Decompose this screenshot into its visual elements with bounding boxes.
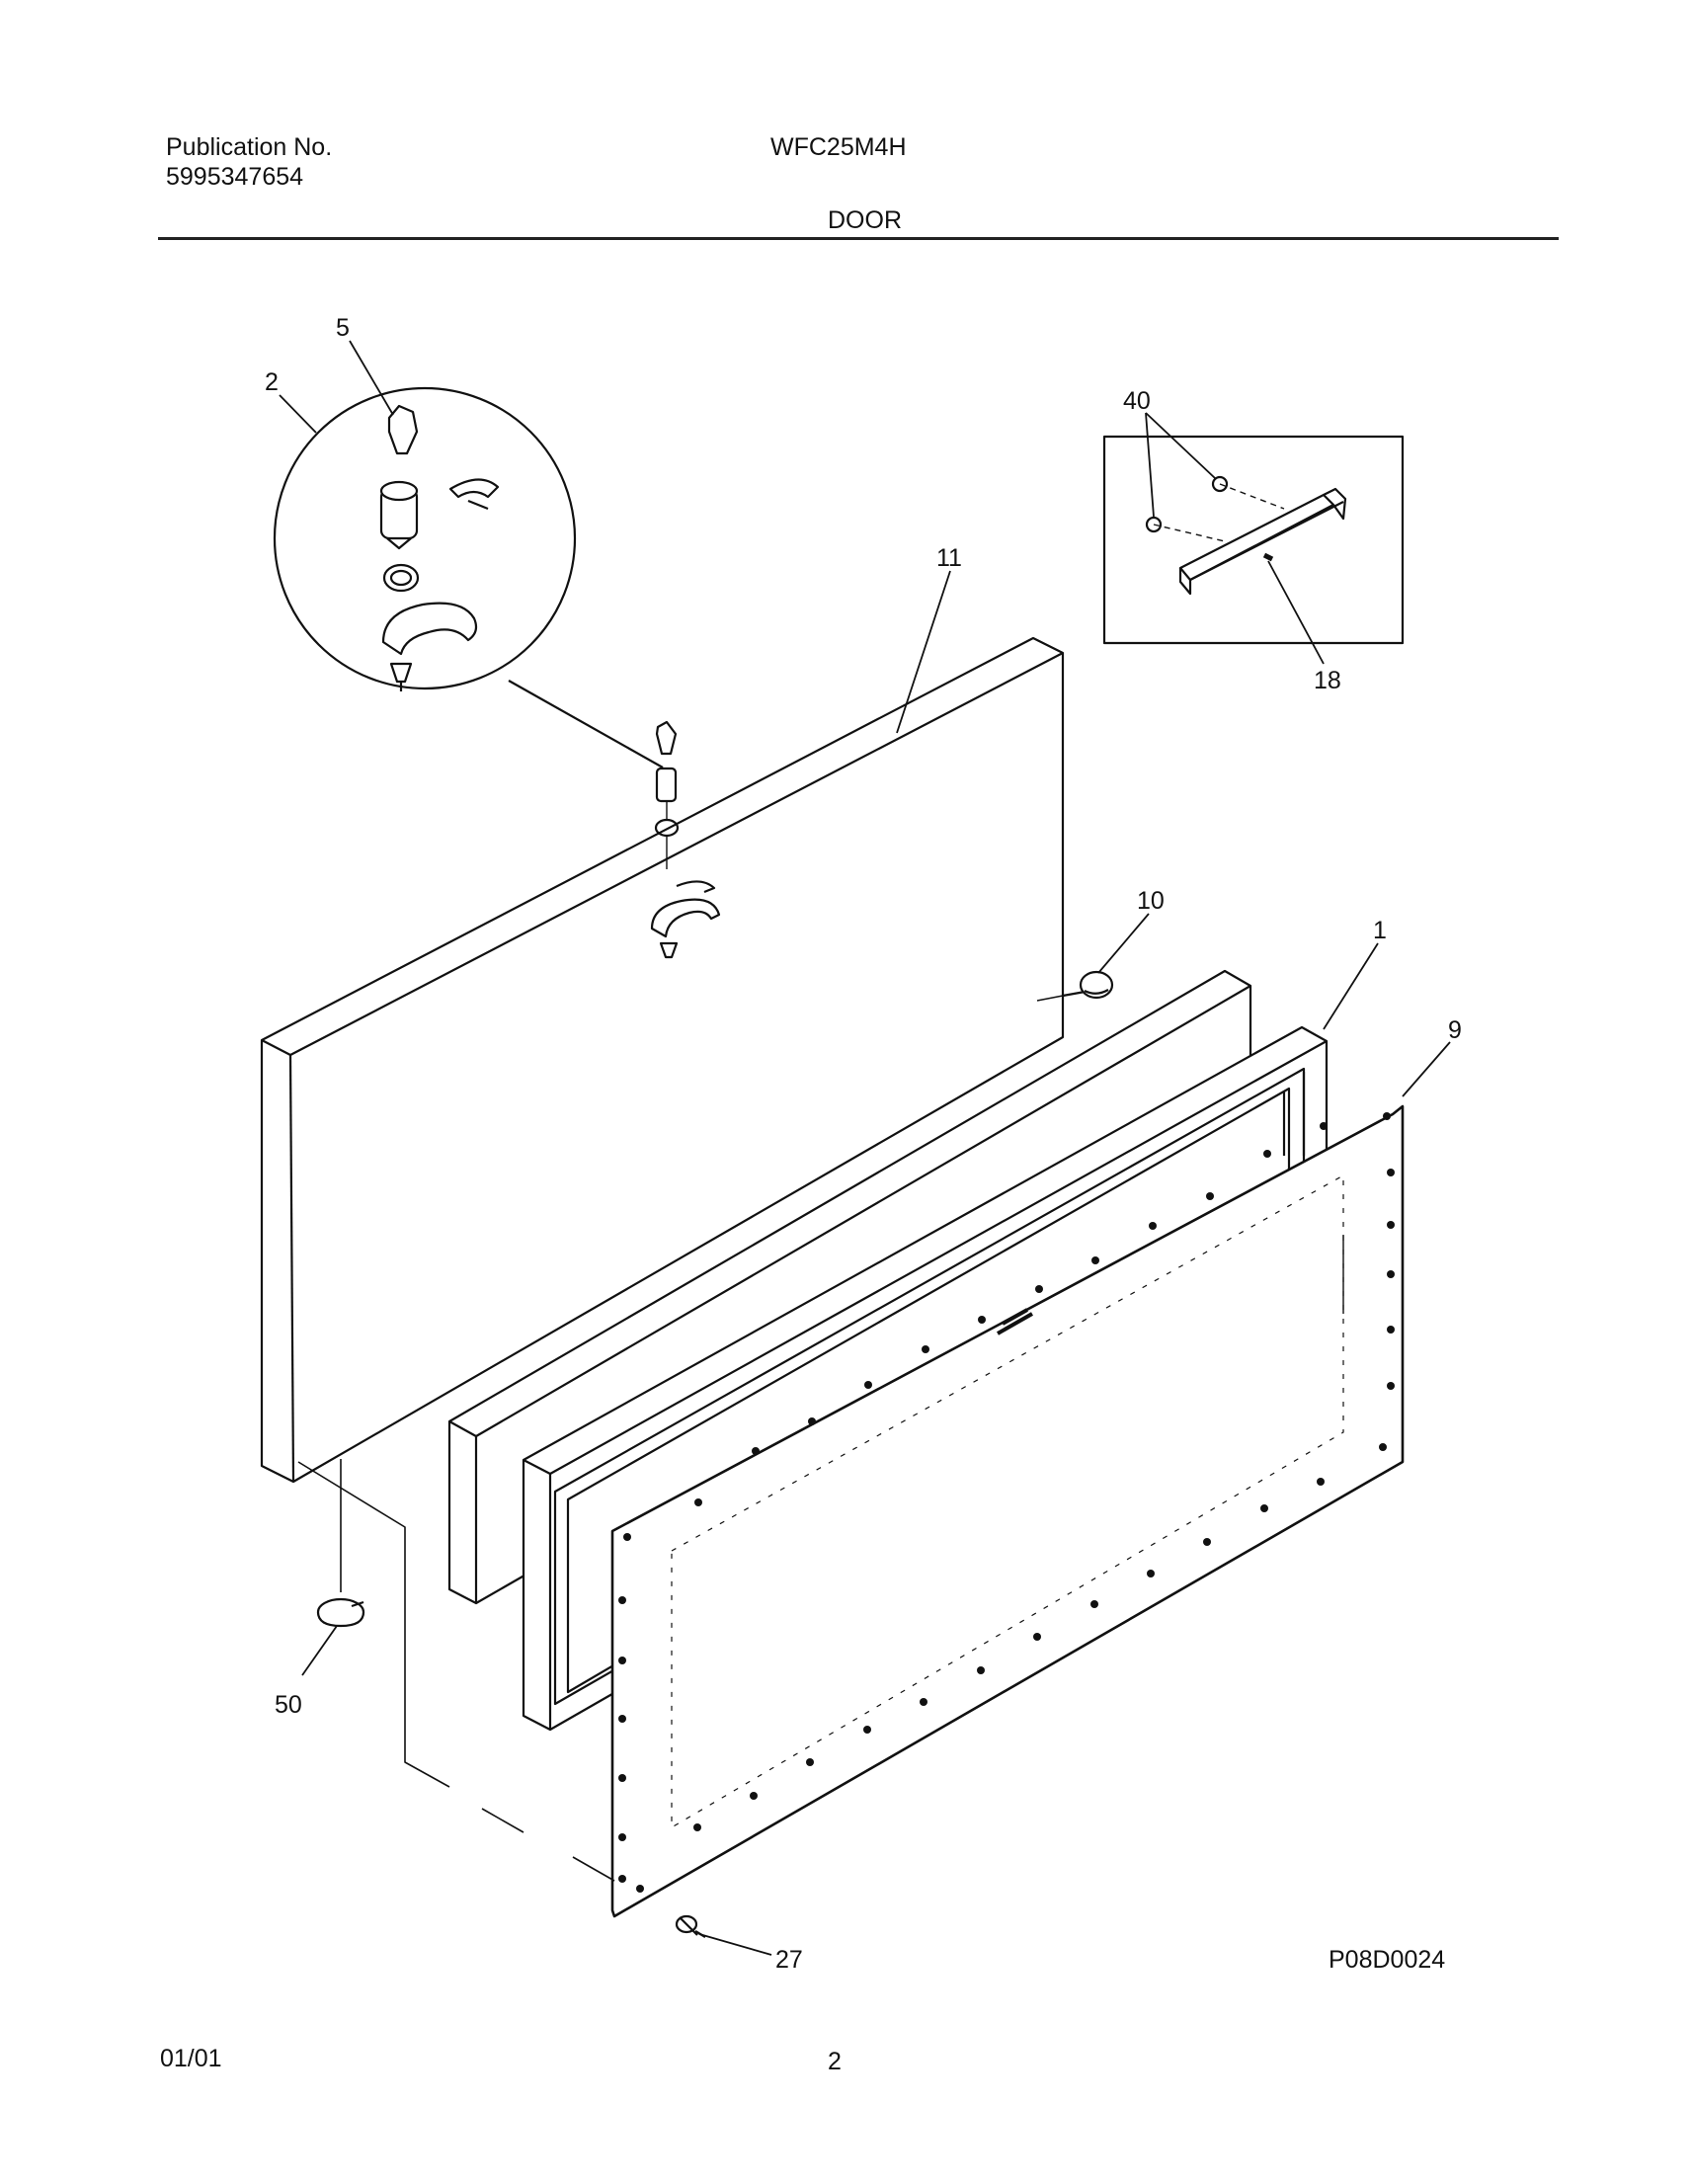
callout-2: 2 (265, 368, 279, 396)
hinge-cap-part (316, 1597, 365, 1628)
section-title: DOOR (828, 206, 902, 234)
callout-5: 5 (336, 314, 350, 342)
callout-27: 27 (775, 1946, 803, 1974)
callout-11: 11 (936, 544, 962, 572)
page-number: 2 (828, 2048, 842, 2075)
callout-10: 10 (1137, 887, 1165, 915)
callout-50: 50 (275, 1691, 302, 1719)
panel-screw-holes (618, 1112, 1395, 1893)
model-number: WFC25M4H (770, 133, 907, 161)
door-outer-panel (260, 636, 1065, 1484)
inner-door-panel (610, 1104, 1405, 1918)
callout-18: 18 (1314, 667, 1341, 694)
door-lock-assembly (650, 720, 721, 959)
publication-label: Publication No. (166, 133, 333, 161)
assembly-guide-lines (297, 995, 1064, 1882)
bumper-part (1062, 970, 1114, 1000)
lock-detail-circle (273, 386, 664, 768)
callout-40: 40 (1123, 387, 1151, 415)
figure-code: P08D0024 (1329, 1946, 1445, 1974)
footer-date: 01/01 (160, 2045, 222, 2072)
callout-9: 9 (1448, 1016, 1462, 1044)
header-divider (158, 237, 1559, 240)
publication-number: 5995347654 (166, 163, 304, 191)
callout-1: 1 (1373, 917, 1387, 944)
hinge-bracket-inset (1102, 435, 1405, 645)
callout-leaders (279, 340, 1451, 1956)
